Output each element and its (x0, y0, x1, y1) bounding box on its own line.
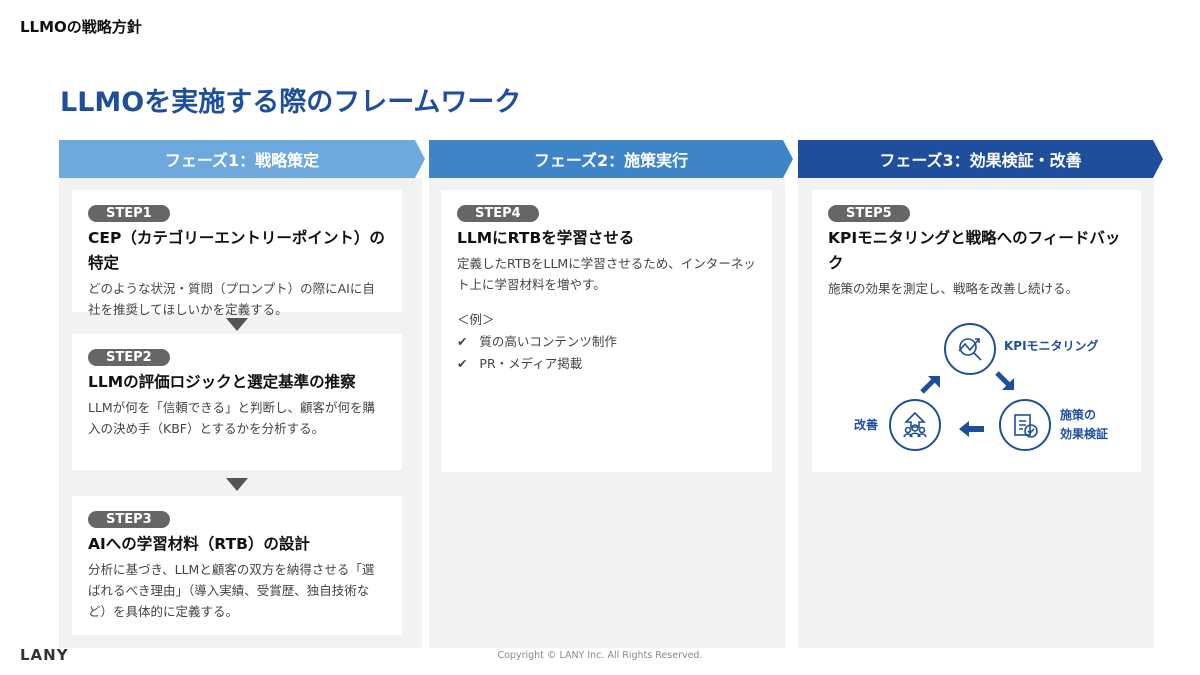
step-description: 定義したRTBをLLMに学習させるため、インターネット上に学習材料を増やす。 (457, 256, 756, 292)
step-badge: STEP2 (88, 349, 170, 366)
phase2-header: フェーズ2：施策実行 (429, 140, 793, 178)
step-badge: STEP5 (828, 205, 910, 222)
copyright: Copyright © LANY Inc. All Rights Reserve… (497, 650, 703, 661)
step-description: 施策の効果を測定し、戦略を改善し続ける。 (828, 281, 1079, 296)
step-title: LLMにRTBを学習させる (457, 229, 635, 247)
step-badge: STEP4 (457, 205, 539, 222)
kpi-monitoring-icon (944, 323, 996, 375)
example-item: ✔ 質の高いコンテンツ制作 (457, 334, 617, 349)
arrow-down-icon (226, 478, 248, 491)
verification-label-2: 効果検証 (1060, 427, 1109, 441)
verification-icon (999, 399, 1051, 451)
verification-label-1: 施策の (1060, 408, 1097, 422)
step-description: どのような状況・質問（プロンプト）の際にAIに自社を推奨してほしいかを定義する。 (88, 281, 375, 317)
example-item: ✔ PR・メディア掲載 (457, 356, 583, 371)
improvement-label: 改善 (854, 418, 879, 432)
phase1-header: フェーズ1：戦略策定 (59, 140, 425, 178)
step3-card: STEP3 AIへの学習材料（RTB）の設計 分析に基づき、LLMと顧客の双方を… (72, 496, 402, 635)
phase3-header: フェーズ3：効果検証・改善 (798, 140, 1163, 178)
step-title: LLMの評価ロジックと選定基準の推察 (88, 373, 356, 391)
arrow-left-icon (959, 421, 984, 437)
lany-logo: LANY (20, 646, 69, 664)
arrow-up-right-icon (920, 376, 940, 394)
step-title: AIへの学習材料（RTB）の設計 (88, 535, 310, 553)
improvement-icon (889, 399, 941, 451)
step1-card: STEP1 CEP（カテゴリーエントリーポイント）の特定 どのような状況・質問（… (72, 190, 402, 317)
section-label: LLMOの戦略方針 (20, 18, 142, 36)
step5-card: STEP5 KPIモニタリングと戦略へのフィードバック 施策の効果を測定し、戦略… (812, 190, 1141, 472)
step-title: CEP（カテゴリーエントリーポイント）の特定 (88, 229, 385, 272)
step-description: 分析に基づき、LLMと顧客の双方を納得させる「選ばれるべき理由」（導入実績、受賞… (88, 562, 375, 619)
step2-card: STEP2 LLMの評価ロジックと選定基準の推察 LLMが何を「信頼できる」と判… (72, 334, 402, 470)
step-badge: STEP1 (88, 205, 170, 222)
check-icon: ✔ (457, 356, 468, 371)
page-title: LLMOを実施する際のフレームワーク (60, 87, 522, 118)
example-label: ＜例＞ (457, 312, 495, 327)
step-description: LLMが何を「信頼できる」と判断し、顧客が何を購入の決め手（KBF）とするかを分… (88, 400, 375, 436)
step4-card: STEP4 LLMにRTBを学習させる 定義したRTBをLLMに学習させるため、… (441, 190, 772, 472)
check-icon: ✔ (457, 334, 468, 349)
arrow-down-icon (226, 318, 248, 331)
step-title: KPIモニタリングと戦略へのフィードバック (828, 229, 1121, 272)
step-badge: STEP3 (88, 511, 170, 528)
arrow-down-right-icon (995, 371, 1014, 390)
kpi-monitoring-label: KPIモニタリング (1004, 339, 1099, 353)
